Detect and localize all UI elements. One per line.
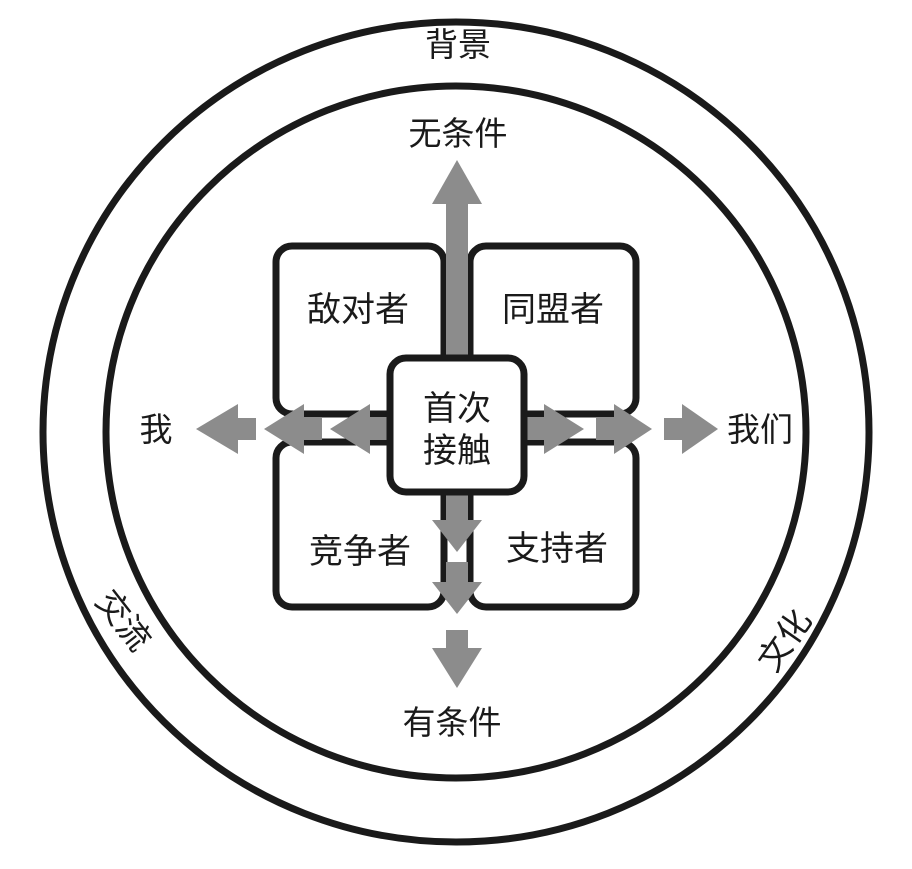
center-label-line2: 接触: [423, 431, 491, 471]
axis-left-shaft-1: [366, 418, 390, 440]
axis-left-shaft-2: [300, 418, 322, 440]
quadrant-label-bottom-right: 支持者: [506, 529, 608, 569]
axis-down-shaft-2: [446, 562, 468, 584]
axis-down-shaft-3: [446, 630, 468, 650]
axis-label-bottom: 有条件: [403, 703, 502, 742]
axis-label-top: 无条件: [409, 114, 508, 153]
center-box: [386, 354, 528, 496]
inner-ring: [102, 82, 810, 782]
axis-right-shaft-2: [596, 418, 618, 440]
ring-label-top: 背景: [425, 25, 491, 64]
axis-right-arrowhead-3: [682, 404, 718, 454]
outer-ring: [39, 18, 873, 846]
axis-left-arrowhead-2: [264, 404, 304, 454]
axis-right-shaft-3: [664, 418, 686, 440]
axis-down-arrowhead-3: [432, 648, 482, 688]
axis-left-arrowhead-3: [196, 404, 238, 454]
axis-right-arrowhead-2: [614, 404, 652, 454]
axis-down-arrowhead-2: [432, 582, 482, 614]
quadrant-label-top-left: 敌对者: [307, 290, 409, 330]
center-label-line1: 首次: [423, 389, 491, 429]
axis-right-shaft-1: [524, 418, 548, 440]
axis-down-shaft-1: [446, 494, 468, 522]
axis-right-arrowhead-1: [544, 404, 584, 454]
axis-down-arrowhead-1: [432, 520, 482, 552]
axis-up-shaft: [446, 200, 468, 360]
quadrant-label-bottom-left: 竞争者: [309, 532, 411, 572]
axis-left-arrowhead-1: [330, 404, 370, 454]
axis-left-shaft-3: [234, 418, 256, 440]
axis-label-right: 我们: [727, 410, 793, 449]
axis-up-arrowhead: [432, 160, 482, 204]
quadrant-label-top-right: 同盟者: [502, 290, 604, 330]
axis-label-left: 我: [140, 410, 173, 449]
